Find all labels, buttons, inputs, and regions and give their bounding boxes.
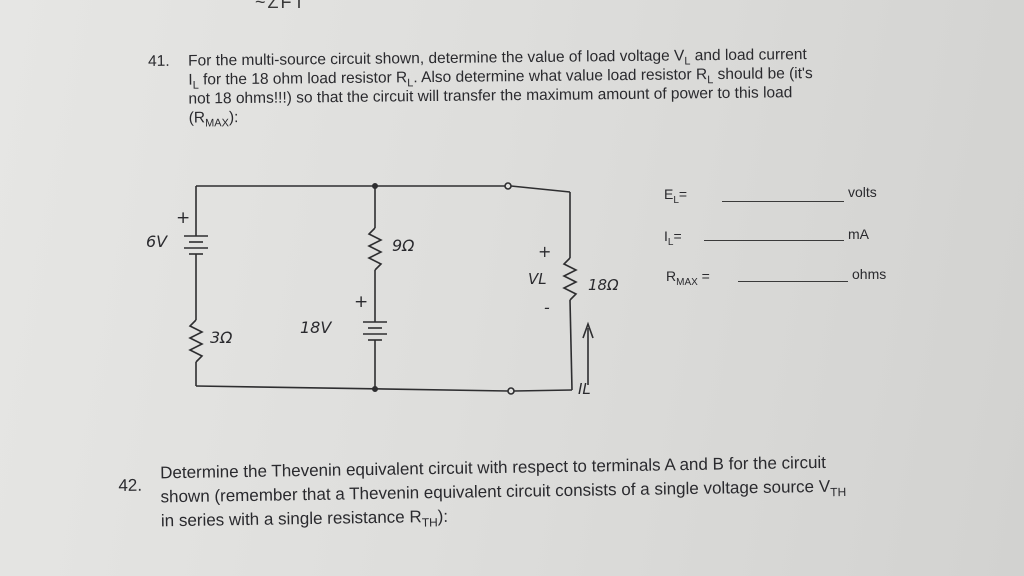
load-voltage-label: VL (528, 270, 547, 288)
answer-rmax-blank[interactable] (738, 281, 848, 282)
terminal-top (504, 182, 512, 190)
resistor-3-ohm-label: 3Ω (210, 328, 233, 347)
battery-18v-symbol (363, 321, 387, 341)
source-18v-plus: + (354, 292, 369, 312)
source-6v-label: 6V (146, 232, 168, 251)
source-18v-label: 18V (300, 318, 332, 337)
page-top-mark: ~ZFT (255, 0, 307, 12)
current-arrow-head (582, 321, 594, 339)
question-42-line-3: in series with a single resistance RTH): (160, 506, 449, 531)
source-6v-plus: + (176, 208, 191, 228)
answer-il-blank[interactable] (704, 240, 844, 241)
bottom-wire (195, 385, 509, 392)
load-wire-bottom (569, 299, 573, 391)
battery-6v-symbol (184, 235, 208, 255)
resistor-9-ohm-label: 9Ω (392, 236, 415, 255)
bottom-right-wire (513, 389, 573, 392)
answer-rmax-unit: ohms (852, 266, 887, 282)
load-resistor-label: 18Ω (588, 276, 619, 294)
load-plus: + (538, 242, 552, 261)
question-42-number: 42. (118, 475, 143, 495)
resistor-3-ohm-symbol (188, 319, 204, 363)
answer-el-unit: volts (848, 184, 877, 200)
answer-rmax-label: RMAX = (666, 268, 710, 288)
answer-il-label: IL= (664, 228, 682, 248)
current-label: IL (578, 380, 591, 398)
resistor-18-ohm-symbol (562, 257, 578, 301)
answer-el-label: EL= (664, 186, 688, 206)
top-right-wire (510, 185, 571, 193)
answer-el-blank[interactable] (722, 201, 844, 202)
terminal-bottom (507, 387, 515, 395)
resistor-9-ohm-symbol (367, 227, 383, 271)
load-minus: - (544, 298, 550, 317)
answer-il-unit: mA (848, 226, 869, 242)
